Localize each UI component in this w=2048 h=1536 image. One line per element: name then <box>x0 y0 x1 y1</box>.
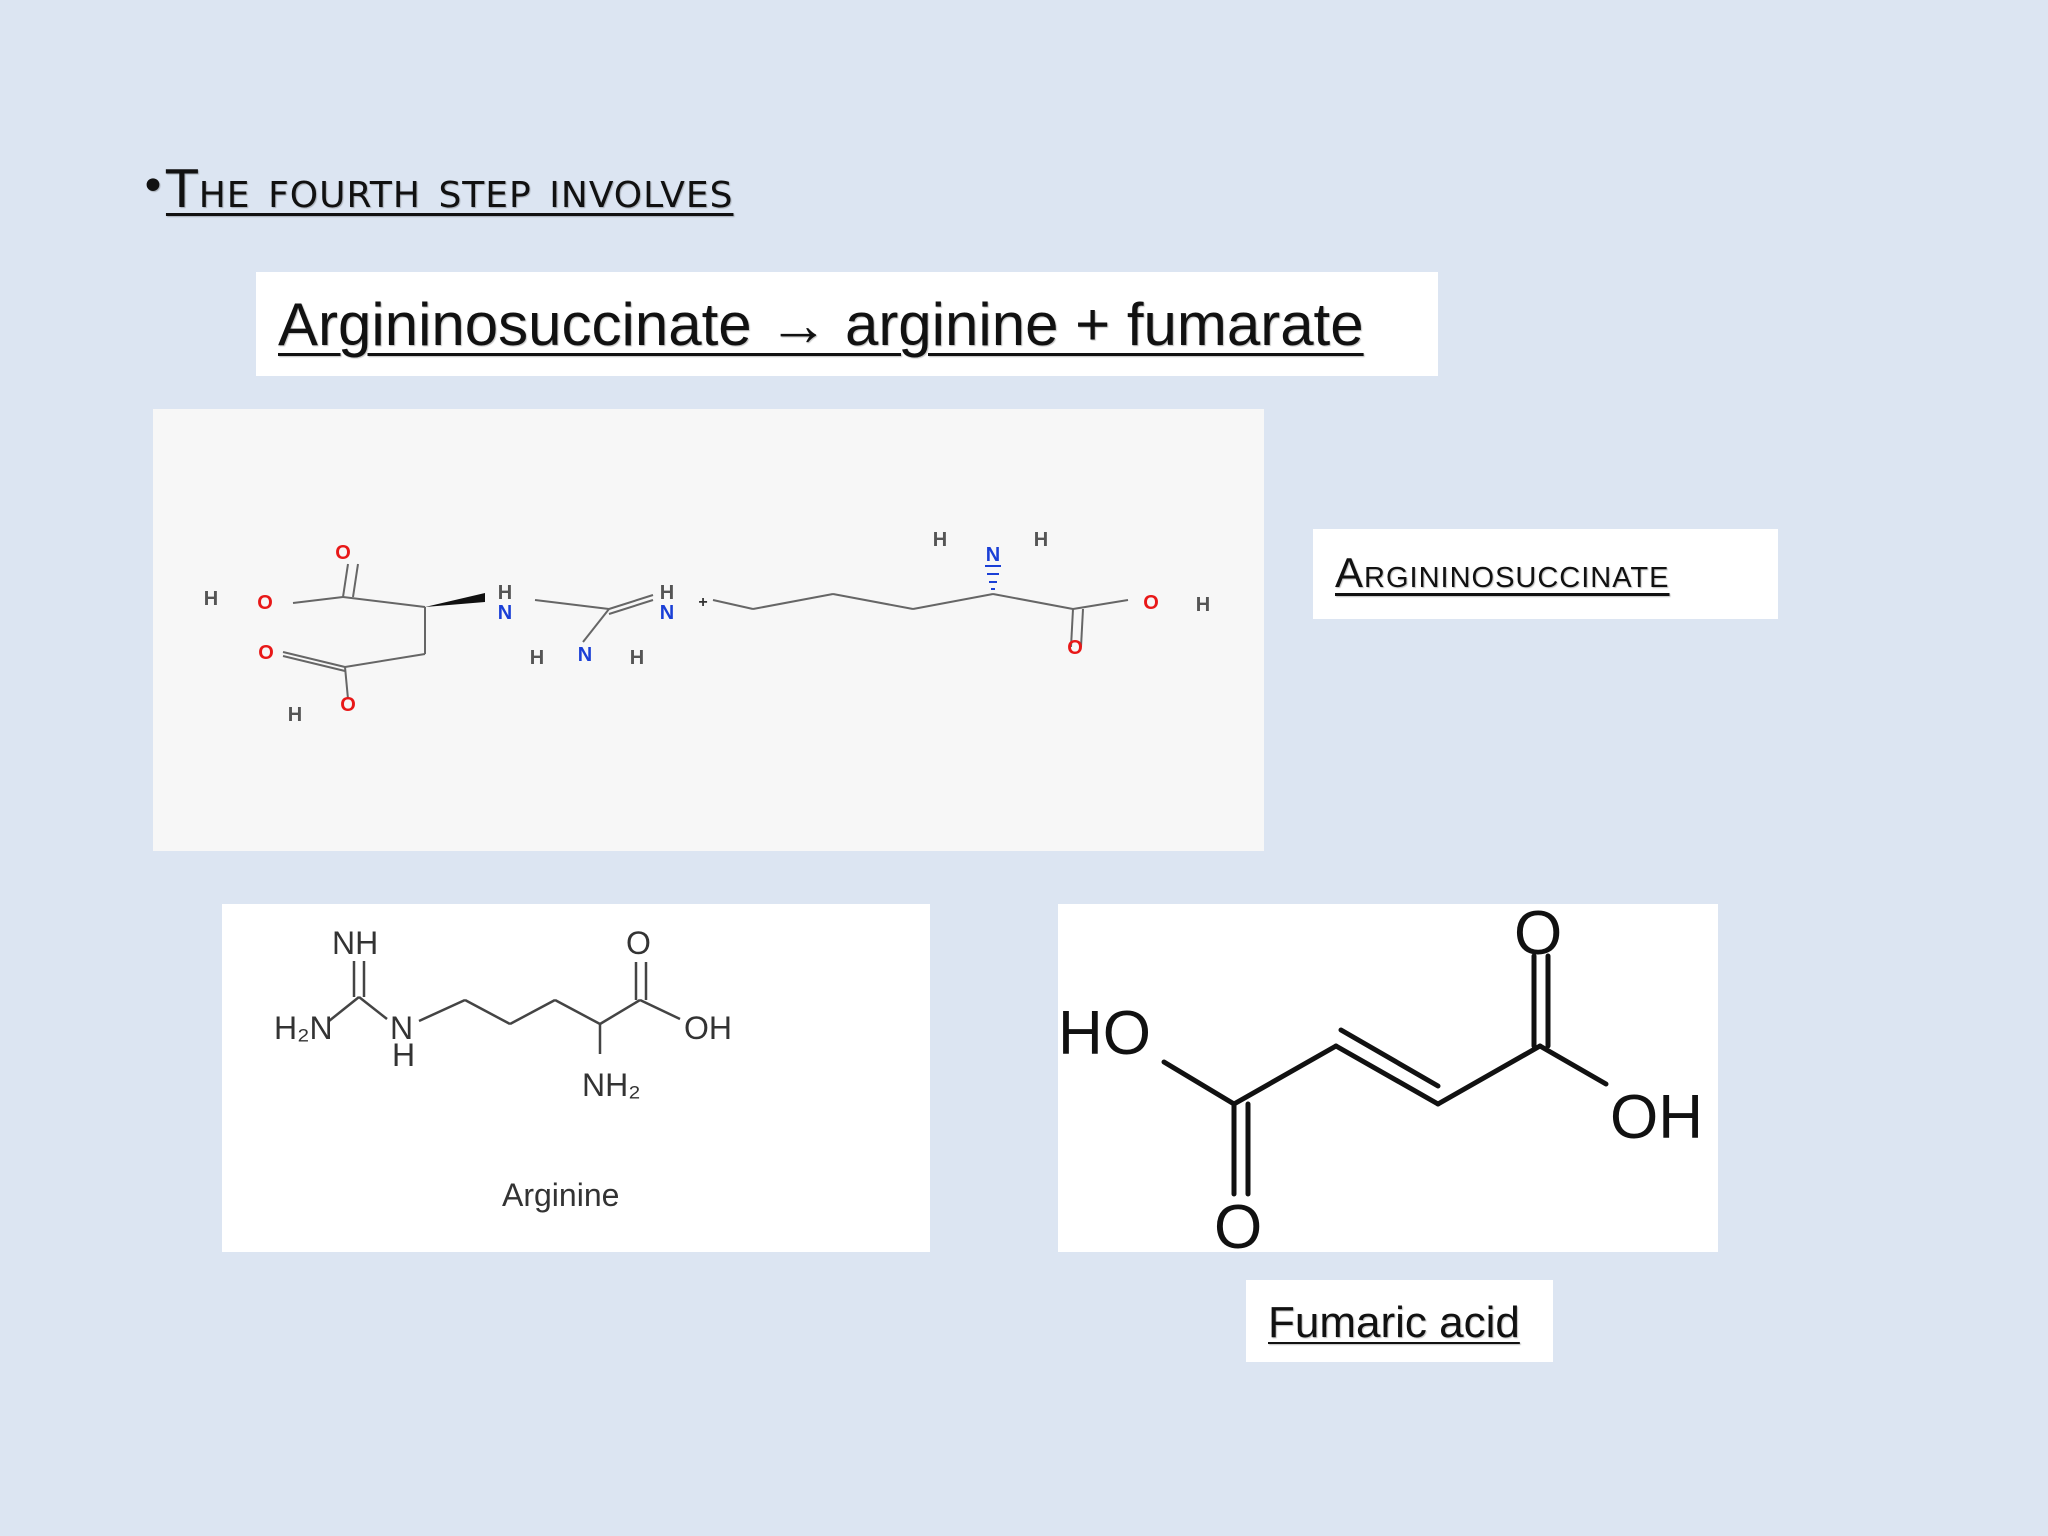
fumaric-oh: OH <box>1610 1083 1703 1152</box>
reaction-box: Argininosuccinate → arginine + fumarate <box>256 272 1438 376</box>
atom-h: H <box>498 582 512 604</box>
atom-h: H <box>204 588 218 610</box>
atom-o: O <box>258 642 274 664</box>
arginine-nh: NH <box>332 925 378 961</box>
arginine-n: N <box>390 1010 413 1046</box>
atom-n: N <box>498 602 512 624</box>
atom-o: O <box>1143 592 1159 614</box>
arginine-h2n: H₂N <box>274 1010 333 1046</box>
arginine-diagram: NH H₂N N H O OH NH₂ Arginine <box>274 925 732 1213</box>
atom-o: O <box>335 542 351 564</box>
argininosuccinate-structure: H O O O O H H N H N + N H H N H H O H O <box>153 409 1264 851</box>
fumaric-o-bottom: O <box>1214 1193 1262 1252</box>
atom-charge: + <box>698 594 707 611</box>
atom-h: H <box>630 647 644 669</box>
atom-o: O <box>1067 637 1083 659</box>
heading-text: The fourth step involves <box>165 160 734 220</box>
slide-heading: •The fourth step involves <box>140 160 733 220</box>
reaction-equation: Argininosuccinate → arginine + fumarate <box>278 291 1364 358</box>
fumaric-ho: HO <box>1058 999 1151 1068</box>
arginine-h: H <box>392 1037 415 1073</box>
atom-n: N <box>660 602 674 624</box>
fumaric-o-top: O <box>1514 904 1562 968</box>
atom-n: N <box>986 544 1000 566</box>
atom-n: N <box>578 644 592 666</box>
atom-h: H <box>1034 529 1048 551</box>
bullet-symbol: • <box>140 161 166 212</box>
atom-h: H <box>1196 594 1210 616</box>
atom-o: O <box>340 694 356 716</box>
arginine-caption: Arginine <box>502 1177 619 1213</box>
argininosuccinate-label-box: Argininosuccinate <box>1313 529 1778 619</box>
atom-h: H <box>660 582 674 604</box>
atom-h: H <box>530 647 544 669</box>
argininosuccinate-label: Argininosuccinate <box>1335 549 1670 596</box>
fumaric-acid-label: Fumaric acid <box>1268 1298 1520 1347</box>
arginine-nh2: NH₂ <box>582 1067 641 1103</box>
arginine-structure: NH H₂N N H O OH NH₂ Arginine <box>222 904 930 1252</box>
arginine-oh: OH <box>684 1010 732 1046</box>
fumaric-acid-diagram: HO O OH O <box>1058 904 1703 1252</box>
atom-o: O <box>257 592 273 614</box>
atom-h: H <box>288 704 302 726</box>
arginine-o: O <box>626 925 651 961</box>
atom-h: H <box>933 529 947 551</box>
argininosuccinate-diagram: H O O O O H H N H N + N H H N H H O H O <box>204 529 1210 726</box>
fumaric-acid-structure: HO O OH O <box>1058 904 1718 1252</box>
fumaric-acid-label-box: Fumaric acid <box>1246 1280 1553 1362</box>
